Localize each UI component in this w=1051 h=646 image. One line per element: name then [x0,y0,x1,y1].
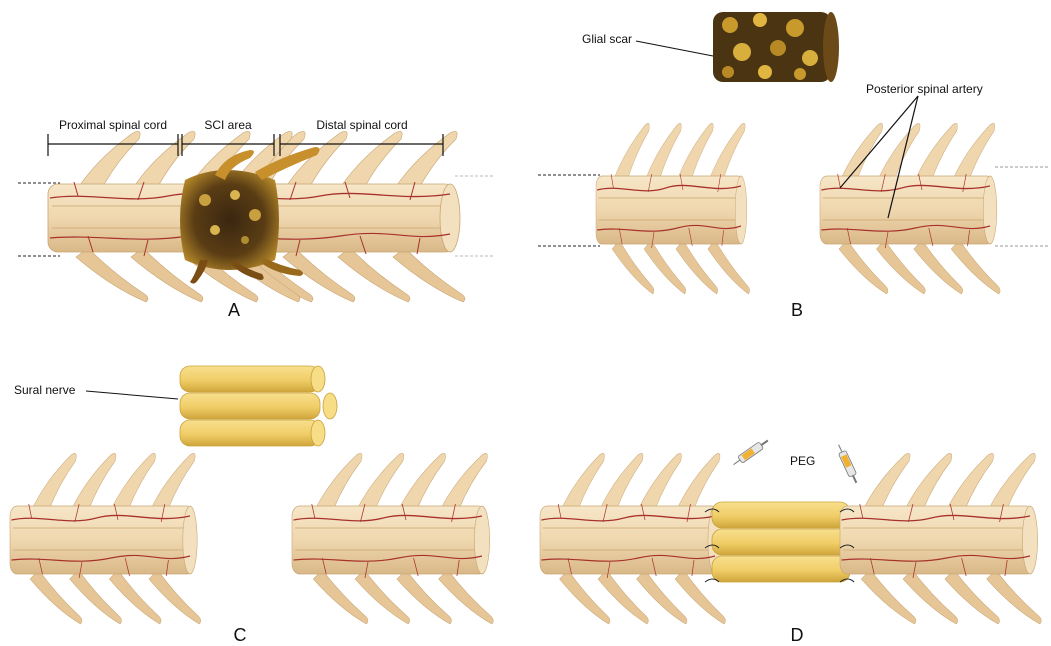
panel-letter-b: B [791,300,803,320]
cord-c-left [10,453,201,624]
syringe-left-icon [731,437,770,468]
glial-scar-leader [636,41,713,56]
label-sural-nerve: Sural nerve [14,383,76,397]
sural-nerve-leader [86,391,178,399]
panel-letter-d: D [791,625,804,645]
label-posterior-spinal-artery: Posterior spinal artery [866,82,983,96]
label-distal-spinal-cord: Distal spinal cord [316,118,407,132]
panel-d: PEG D [540,437,1041,645]
syringe-right-icon [835,443,860,484]
cord-c-right [292,453,493,624]
label-peg: PEG [790,454,815,468]
label-proximal-spinal-cord: Proximal spinal cord [59,118,167,132]
cord-d-left [540,453,725,624]
cord-d-right [840,453,1041,624]
bridging-graft [712,502,850,582]
label-sci-area: SCI area [204,118,252,132]
cord-left-stump [596,123,750,294]
sural-nerve-graft [180,366,337,446]
panel-a: Proximal spinal cord SCI area Distal spi… [18,118,495,320]
label-glial-scar: Glial scar [582,32,632,46]
panel-letter-c: C [234,625,247,645]
cord-right-stump [820,123,1000,294]
panel-b: Glial scar Posterior spinal artery B [538,12,1049,320]
panel-c: Sural nerve C [10,366,493,645]
panel-letter-a: A [228,300,240,320]
glial-scar-block [713,12,839,82]
